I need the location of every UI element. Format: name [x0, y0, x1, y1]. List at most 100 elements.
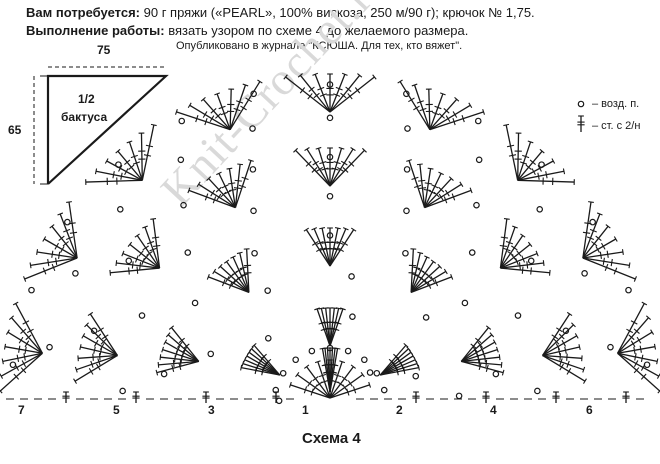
dc-top-icon: [503, 217, 510, 220]
row-number-4: 4: [490, 403, 497, 417]
dc-crossbar-icon: [566, 368, 572, 375]
double-crochet-icon: [419, 164, 426, 208]
dc-top-icon: [3, 343, 7, 350]
dc-top-icon: [12, 301, 19, 306]
double-crochet-icon: [329, 74, 346, 113]
dc-crossbar-icon: [60, 246, 65, 253]
dc-crossbar-icon: [337, 166, 344, 172]
chain-stitch-icon: [403, 207, 410, 215]
double-crochet-icon: [617, 346, 656, 354]
double-crochet-icon: [329, 308, 335, 347]
double-crochet-icon: [582, 225, 609, 259]
dc-top-icon: [512, 225, 518, 229]
dc-crossbar-icon: [331, 363, 339, 367]
dc-crossbar-icon: [220, 111, 228, 116]
dc-top-icon: [641, 301, 648, 306]
dc-crossbar-icon: [93, 346, 96, 354]
dc-crossbar-icon: [95, 333, 102, 340]
dc-crossbar-icon: [313, 92, 320, 99]
dc-top-icon: [319, 227, 326, 230]
double-crochet-icon: [128, 141, 143, 181]
double-crochet-icon: [542, 354, 582, 359]
double-crochet-icon: [380, 366, 419, 376]
chain-stitch-icon: [536, 206, 544, 213]
dc-top-icon: [357, 73, 363, 78]
dc-crossbar-icon: [503, 247, 511, 252]
dc-crossbar-icon: [424, 279, 430, 287]
dc-top-icon: [217, 263, 223, 269]
double-crochet-icon: [156, 360, 199, 374]
dc-crossbar-icon: [430, 276, 435, 283]
dc-crossbar-icon: [423, 188, 431, 192]
dc-top-icon: [350, 147, 356, 152]
double-crochet-icon: [228, 168, 237, 208]
double-crochet-icon: [517, 150, 543, 181]
dc-crossbar-icon: [215, 186, 222, 193]
dc-crossbar-icon: [416, 100, 424, 104]
dc-top-icon: [437, 263, 443, 269]
dc-top-icon: [121, 250, 125, 257]
chain-stitch-icon: [178, 117, 186, 125]
dc-crossbar-icon: [413, 266, 421, 270]
dc-crossbar-icon: [241, 273, 249, 276]
dc-crossbar-icon: [354, 87, 361, 94]
dc-crossbar-icon: [101, 334, 109, 340]
dc-top-icon: [159, 354, 162, 361]
dc-top-icon: [216, 171, 222, 176]
dc-crossbar-icon: [352, 386, 357, 394]
dc-top-icon: [334, 347, 341, 350]
dc-crossbar-icon: [485, 359, 488, 368]
dc-crossbar-icon: [182, 346, 188, 353]
dc-crossbar-icon: [333, 247, 341, 252]
dc-crossbar-icon: [626, 328, 634, 334]
double-crochet-icon: [517, 179, 575, 183]
dc-crossbar-icon: [475, 337, 482, 344]
dc-crossbar-icon: [345, 86, 352, 92]
dc-crossbar-icon: [69, 231, 78, 234]
dc-crossbar-icon: [141, 257, 145, 266]
dc-top-icon: [574, 333, 579, 339]
dc-crossbar-icon: [331, 241, 339, 244]
double-crochet-icon: [582, 213, 601, 259]
dc-top-icon: [459, 181, 464, 187]
dc-crossbar-icon: [628, 334, 635, 341]
dc-crossbar-icon: [14, 364, 20, 371]
dc-crossbar-icon: [452, 111, 458, 118]
dc-crossbar-icon: [307, 380, 313, 387]
double-crochet-icon: [379, 351, 412, 376]
dc-crossbar-icon: [555, 343, 561, 351]
dc-top-icon: [168, 325, 175, 330]
double-crochet-icon: [0, 352, 43, 392]
dc-crossbar-icon: [99, 343, 105, 351]
double-crochet-icon: [500, 262, 544, 269]
dc-crossbar-icon: [221, 184, 229, 189]
dc-top-icon: [240, 364, 243, 371]
chain-stitch-icon: [160, 370, 168, 378]
double-crochet-icon: [461, 356, 500, 363]
double-crochet-icon: [24, 257, 78, 280]
dc-top-icon: [372, 74, 377, 80]
dc-crossbar-icon: [511, 245, 518, 251]
dc-top-icon: [417, 251, 424, 255]
dc-crossbar-icon: [23, 353, 26, 361]
dc-crossbar-icon: [402, 366, 406, 375]
dc-crossbar-icon: [337, 381, 344, 387]
dc-top-icon: [334, 227, 341, 230]
double-crochet-icon: [582, 201, 592, 259]
chain-stitch-icon: [279, 369, 287, 377]
dc-crossbar-icon: [470, 343, 477, 349]
chain-stitch-icon: [249, 166, 257, 173]
double-crochet-icon: [160, 356, 199, 363]
dc-top-icon: [242, 83, 249, 87]
double-crochet-icon: [229, 81, 261, 130]
double-crochet-icon: [0, 352, 43, 377]
double-crochet-icon: [4, 346, 43, 354]
dc-crossbar-icon: [318, 373, 327, 378]
dc-crossbar-icon: [319, 161, 327, 165]
double-crochet-icon: [232, 256, 250, 293]
dc-top-icon: [653, 343, 657, 350]
chain-stitch-icon: [607, 343, 614, 351]
double-crochet-icon: [216, 93, 231, 130]
dc-crossbar-icon: [589, 228, 597, 233]
dc-top-icon: [500, 361, 503, 368]
